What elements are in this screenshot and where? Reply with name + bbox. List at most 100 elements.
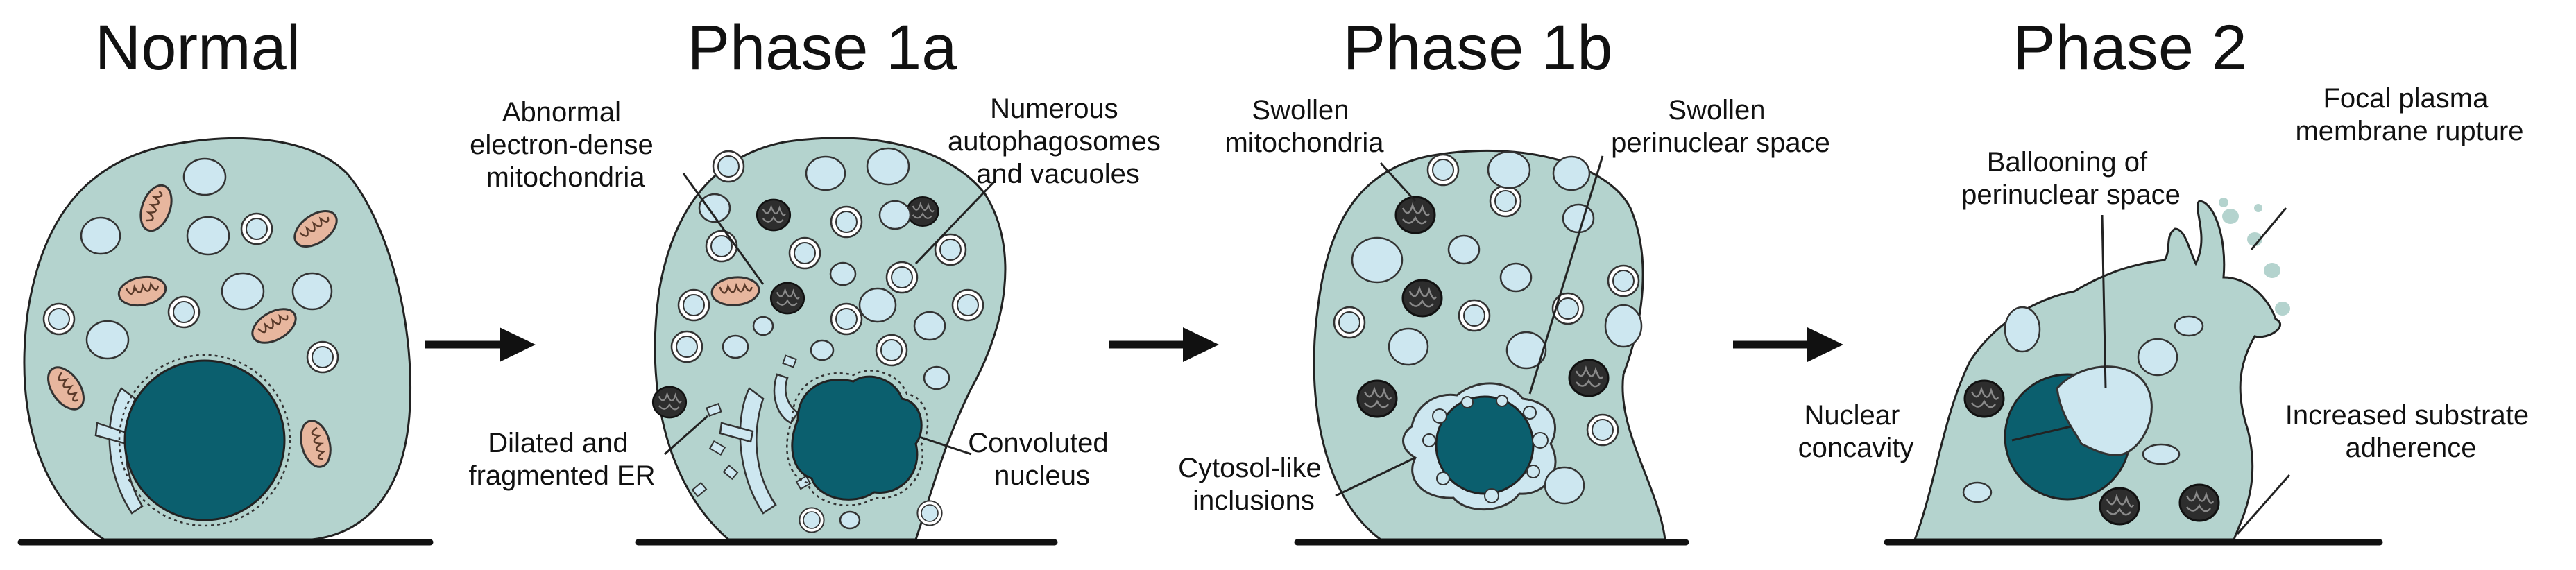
vacuole xyxy=(85,320,130,360)
vacuole xyxy=(1351,236,1404,284)
vacuole xyxy=(810,339,835,361)
autophagosome xyxy=(1586,413,1619,447)
autophagosome xyxy=(712,150,745,183)
stage-title-phase-1b: Phase 1b xyxy=(1343,12,1613,83)
vacuole xyxy=(923,365,950,390)
vacuole xyxy=(1562,203,1595,234)
nucleus xyxy=(1435,395,1535,495)
electron-dense-mitochondrion xyxy=(756,198,792,232)
autophagosome xyxy=(670,330,703,363)
phase-1a-cell xyxy=(651,137,1007,541)
vacuole xyxy=(2004,306,2041,353)
vacuole xyxy=(182,157,227,196)
autophagosome xyxy=(875,334,908,367)
label-membrane-rupture: Focal plasma membrane rupture xyxy=(2295,83,2523,146)
label-cytosol-inclusions: Cytosol-like inclusions xyxy=(1178,453,1329,516)
vacuole xyxy=(2142,443,2181,465)
vacuole xyxy=(1447,234,1481,265)
arrow-right-icon xyxy=(1733,327,1843,362)
electron-dense-mitochondrion xyxy=(906,196,939,227)
nucleus xyxy=(123,359,286,521)
phase-1b-cell-membrane xyxy=(1313,149,1666,541)
label-ballooning-perinuclear: Ballooning of perinuclear space xyxy=(1961,147,2181,210)
vacuole xyxy=(722,334,749,359)
autophagosome xyxy=(799,507,825,533)
normal-cell xyxy=(23,137,412,541)
vacuole xyxy=(858,287,897,323)
swollen-mitochondrion xyxy=(1394,196,1436,234)
label-swollen-perinuclear-space: Swollen perinuclear space xyxy=(1611,95,1830,158)
autophagosome xyxy=(788,236,821,270)
vacuole xyxy=(221,272,265,311)
swollen-mitochondrion xyxy=(1356,379,1398,418)
arrow-right-icon xyxy=(1109,327,1219,362)
membrane-fragment xyxy=(2264,263,2280,278)
autophagosome xyxy=(167,295,201,329)
convoluted-nucleus xyxy=(791,375,923,501)
autophagosome xyxy=(306,340,339,374)
electron-dense-mitochondrion xyxy=(1963,379,2005,418)
autophagosome xyxy=(1551,292,1585,325)
autophagosome xyxy=(1458,299,1491,332)
membrane-fragment xyxy=(2247,232,2262,246)
autophagosome xyxy=(830,205,863,239)
autophagosome xyxy=(705,230,738,263)
vacuole xyxy=(1388,327,1429,366)
label-substrate-adherence: Increased substrate adherence xyxy=(2285,400,2536,463)
label-convoluted-nucleus: Convoluted nucleus xyxy=(968,428,1116,491)
vacuole xyxy=(1962,481,1993,503)
autophagosome xyxy=(916,500,943,526)
label-fragmented-er: Dilated and fragmented ER xyxy=(468,428,655,491)
arrow-right-icon xyxy=(425,327,536,362)
autophagosome xyxy=(885,261,919,294)
vacuole xyxy=(1505,331,1547,370)
electron-dense-mitochondrion xyxy=(651,386,688,419)
autophagosome xyxy=(830,302,863,336)
fragmented-er xyxy=(739,387,777,515)
autophagosome xyxy=(1333,306,1366,339)
membrane-fragment xyxy=(2222,209,2239,224)
vacuole xyxy=(2174,315,2204,337)
phase-1b-cell xyxy=(1313,149,1666,541)
membrane-fragment xyxy=(2219,198,2228,207)
vacuole xyxy=(913,311,946,341)
vacuole xyxy=(2137,338,2178,377)
stage-title-phase-2: Phase 2 xyxy=(2013,12,2247,83)
swollen-mitochondrion xyxy=(1568,359,1610,397)
vacuole xyxy=(1499,262,1533,293)
swollen-mitochondrion xyxy=(1401,279,1443,318)
vacuole xyxy=(186,216,230,256)
membrane-fragment xyxy=(2254,204,2262,212)
autophagosome xyxy=(951,288,984,322)
vacuole xyxy=(80,216,121,255)
electron-dense-mitochondrion xyxy=(769,282,805,315)
autophagosome xyxy=(677,288,710,322)
label-swollen-mitochondria: Swollen mitochondria xyxy=(1225,95,1384,158)
stage-title-phase-1a: Phase 1a xyxy=(688,12,958,83)
membrane-fragment xyxy=(2275,302,2290,316)
vacuole xyxy=(839,510,861,530)
vacuole xyxy=(805,155,846,191)
vacuole xyxy=(291,272,333,311)
autophagosome xyxy=(1426,153,1460,187)
label-autophagosomes: Numerous autophagosomes and vacuoles xyxy=(948,94,1168,189)
vacuole xyxy=(1552,155,1591,191)
autophagosome xyxy=(1489,184,1522,218)
label-abnormal-mitochondria: Abnormal electron-dense mitochondria xyxy=(470,97,661,193)
vacuole xyxy=(1487,150,1531,189)
vacuole xyxy=(866,147,910,186)
label-nuclear-concavity: Nuclear concavity xyxy=(1798,400,1914,463)
vacuole xyxy=(752,316,774,336)
vacuole xyxy=(1544,466,1585,505)
autophagosome xyxy=(1607,264,1640,297)
stage-title-normal: Normal xyxy=(95,12,300,83)
electron-dense-mitochondrion xyxy=(2178,483,2220,522)
electron-dense-mitochondrion xyxy=(2099,487,2140,526)
vacuole xyxy=(878,200,912,230)
autophagosome xyxy=(42,302,76,336)
vacuole xyxy=(1604,304,1643,348)
vacuole xyxy=(698,193,731,223)
vacuole xyxy=(829,261,857,286)
autophagosome xyxy=(240,212,273,245)
